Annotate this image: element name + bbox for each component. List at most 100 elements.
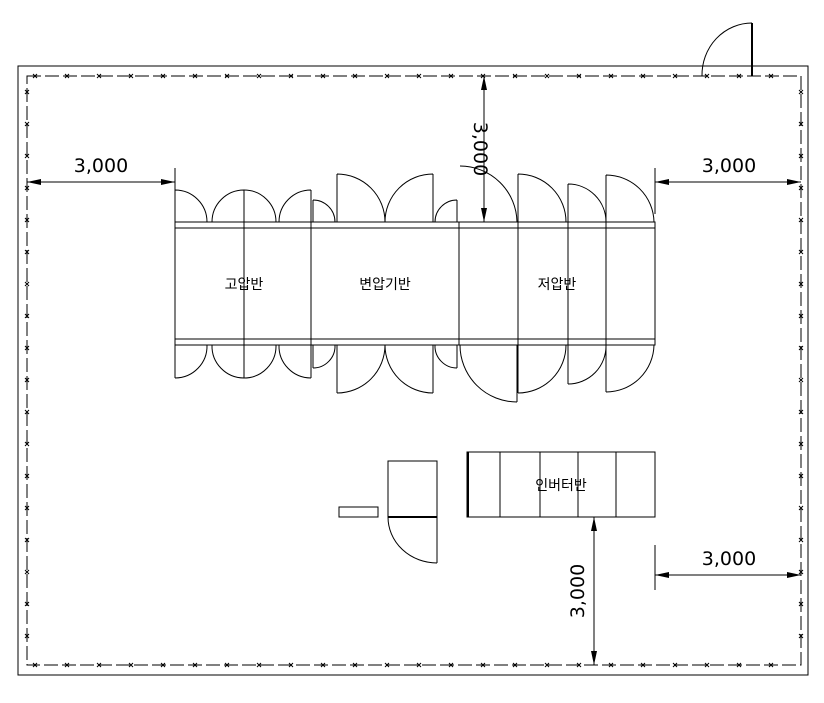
dimension-inverter-right	[654, 545, 801, 590]
fence-x-mark	[798, 313, 804, 319]
fence-x-mark	[64, 662, 70, 668]
dimension-top	[481, 76, 487, 222]
fence-x-mark	[608, 73, 614, 79]
fence-x-mark	[288, 662, 294, 668]
room-outer-wall	[17, 65, 809, 676]
fence-x-mark	[24, 633, 30, 639]
label-inverter-panel: 인버터반	[535, 478, 587, 494]
fence-x-mark	[416, 73, 422, 79]
switchgear-doors	[174, 165, 655, 403]
fence-x-mark	[24, 153, 30, 159]
fence-x-mark	[672, 662, 678, 668]
fence-x-mark	[448, 73, 454, 79]
fence-x-mark	[798, 89, 804, 95]
fence-x-mark	[798, 473, 804, 479]
fence-x-mark	[608, 662, 614, 668]
fence-x-mark	[544, 73, 550, 79]
fence-x-mark	[288, 73, 294, 79]
fence-x-mark	[24, 89, 30, 95]
dimension-inverter-bottom-label: 3,000	[567, 564, 589, 618]
fence-x-mark	[768, 662, 774, 668]
dimension-inverter-bottom	[591, 517, 597, 665]
fence-x-mark	[798, 345, 804, 351]
fence-x-mark	[576, 73, 582, 79]
fence-x-mark	[24, 537, 30, 543]
fence-x-mark	[128, 662, 134, 668]
fence-x-mark	[24, 345, 30, 351]
fence-x-mark	[768, 73, 774, 79]
fence-x-mark	[798, 409, 804, 415]
label-transformer-panel: 변압기반	[359, 277, 411, 293]
fence-x-mark	[24, 249, 30, 255]
fence-x-mark	[736, 662, 742, 668]
fence-x-mark	[798, 185, 804, 191]
dimension-inverter-right-label: 3,000	[702, 548, 756, 570]
fence-x-mark	[24, 601, 30, 607]
fence-x-mark	[798, 505, 804, 511]
fence-x-mark	[24, 569, 30, 575]
fence-x-mark	[352, 662, 358, 668]
fence-x-mark	[24, 409, 30, 415]
inverter-panel	[466, 451, 656, 518]
dimension-top-label: 3,000	[469, 122, 491, 176]
fence-x-mark	[512, 662, 518, 668]
fence-x-mark	[416, 662, 422, 668]
fence-x-mark	[24, 505, 30, 511]
small-cabinet	[387, 460, 438, 564]
fence-x-mark	[224, 662, 230, 668]
fence-x-mark	[704, 73, 710, 79]
fence-x-mark	[24, 473, 30, 479]
fence-x-mark	[512, 73, 518, 79]
fence-x-mark	[384, 73, 390, 79]
fence-x-mark	[320, 73, 326, 79]
fence-x-mark	[192, 73, 198, 79]
dimension-left-label: 3,000	[74, 155, 128, 177]
fence-x-mark	[576, 662, 582, 668]
fence-x-mark	[798, 153, 804, 159]
fence-x-mark	[24, 217, 30, 223]
fence-x-mark	[24, 281, 30, 287]
fence-x-mark	[736, 73, 742, 79]
fence-x-mark	[798, 217, 804, 223]
fence-x-mark	[640, 662, 646, 668]
fence-x-mark	[256, 73, 262, 79]
fence-x-mark	[320, 662, 326, 668]
label-low-voltage-panel: 저압반	[538, 277, 577, 293]
fence-x-mark	[640, 73, 646, 79]
fence-x-mark	[96, 73, 102, 79]
fence-x-mark	[704, 662, 710, 668]
fence-x-mark	[24, 313, 30, 319]
fence-x-mark	[160, 662, 166, 668]
fence-x-mark	[798, 377, 804, 383]
fence-x-mark	[24, 377, 30, 383]
fence-x-mark	[672, 73, 678, 79]
fence-x-mark	[24, 185, 30, 191]
fence-x-mark	[24, 441, 30, 447]
fence-x-mark	[480, 662, 486, 668]
fence-x-mark	[798, 121, 804, 127]
dimension-right	[654, 168, 801, 214]
fence-x-mark	[160, 73, 166, 79]
switchgear-lineup	[174, 221, 656, 346]
fence-x-mark	[384, 662, 390, 668]
dimension-left	[27, 168, 176, 214]
fence-x-mark	[448, 662, 454, 668]
fence-x-mark	[32, 662, 38, 668]
wall-mounted-box	[338, 506, 379, 518]
fence-x-mark	[798, 601, 804, 607]
fence-x-mark	[256, 662, 262, 668]
fence-x-mark	[192, 662, 198, 668]
fence-x-mark	[352, 73, 358, 79]
dimension-right-label: 3,000	[702, 155, 756, 177]
label-high-voltage-panel: 고압반	[225, 277, 264, 293]
fence-x-mark	[798, 249, 804, 255]
fence-x-marks	[24, 73, 804, 668]
fence-x-mark	[224, 73, 230, 79]
entrance-door	[701, 22, 753, 77]
fence-x-mark	[64, 73, 70, 79]
fence-line	[26, 75, 802, 666]
fence-x-mark	[798, 569, 804, 575]
fence-x-mark	[544, 662, 550, 668]
fence-x-mark	[798, 281, 804, 287]
